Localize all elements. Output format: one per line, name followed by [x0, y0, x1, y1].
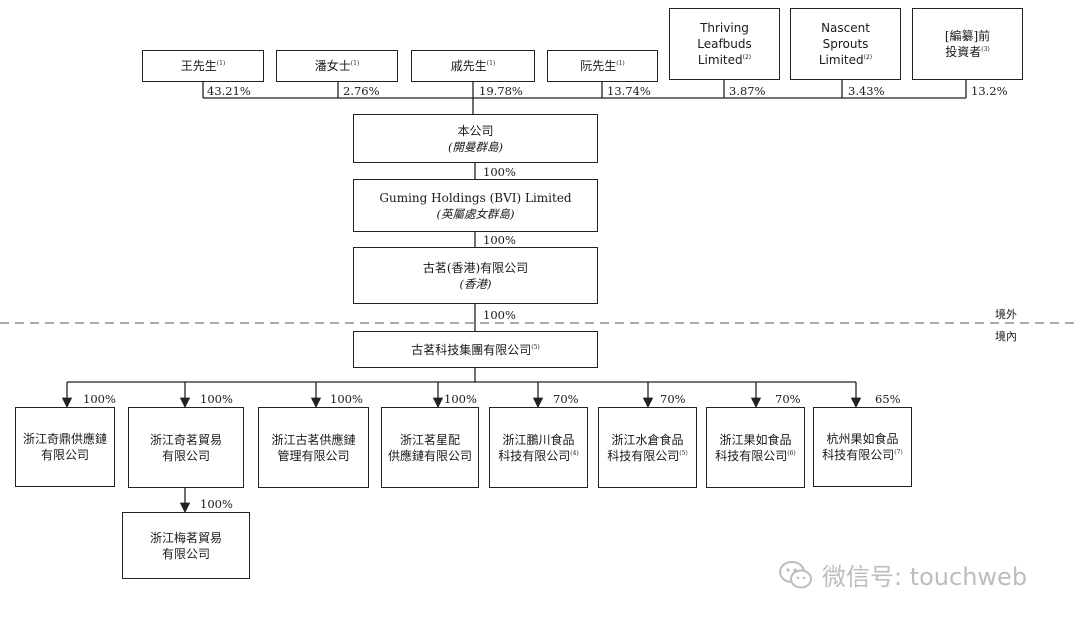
- shareholder-box: [編纂]前 投資者(3): [912, 8, 1023, 80]
- ownership-percentage: 3.43%: [848, 84, 885, 98]
- ownership-percentage: 43.21%: [207, 84, 251, 98]
- wechat-icon: [779, 560, 812, 588]
- offshore-label: 境外: [995, 308, 1017, 321]
- subsidiary-box: 杭州果如食品 科技有限公司(7): [813, 407, 912, 487]
- shareholder-box: 戚先生(1): [411, 50, 535, 82]
- subsidiary-box: 浙江茗星配 供應鏈有限公司: [381, 407, 479, 488]
- subsidiary-box: 浙江古茗供應鏈 管理有限公司: [258, 407, 369, 488]
- subsidiary-box: 浙江奇茗貿易 有限公司: [128, 407, 244, 488]
- shareholder-box: 阮先生(1): [547, 50, 658, 82]
- subsidiary-box: 浙江奇鼎供應鏈 有限公司: [15, 407, 115, 487]
- ownership-percentage: 100%: [483, 308, 516, 322]
- ownership-percentage: 13.74%: [607, 84, 651, 98]
- ownership-percentage: 19.78%: [479, 84, 523, 98]
- ownership-percentage: 13.2%: [971, 84, 1008, 98]
- shareholder-box: Nascent Sprouts Limited(2): [790, 8, 901, 80]
- subsidiary-box: 浙江水倉食品 科技有限公司(5): [598, 407, 697, 488]
- hk-holding-box: 古茗(香港)有限公司 (香港): [353, 247, 598, 304]
- ownership-percentage: 70%: [660, 392, 686, 406]
- watermark: 微信号: touchweb: [778, 557, 1027, 592]
- ownership-percentage: 100%: [483, 165, 516, 179]
- ownership-percentage: 100%: [444, 392, 477, 406]
- ownership-percentage: 3.87%: [729, 84, 766, 98]
- ownership-percentage: 70%: [553, 392, 579, 406]
- ownership-percentage: 100%: [200, 392, 233, 406]
- shareholder-box: 王先生(1): [142, 50, 264, 82]
- shareholder-box: Thriving Leafbuds Limited(2): [669, 8, 780, 80]
- ownership-percentage: 65%: [875, 392, 901, 406]
- watermark-text: 微信号: touchweb: [822, 563, 1028, 591]
- group-company-box: 古茗科技集團有限公司(5): [353, 331, 598, 368]
- subsidiary-box: 浙江果如食品 科技有限公司(6): [706, 407, 805, 488]
- subsidiary-box: 浙江鵬川食品 科技有限公司(4): [489, 407, 588, 488]
- company-box: 本公司 (開曼群島): [353, 114, 598, 163]
- onshore-label: 境內: [995, 330, 1017, 343]
- ownership-percentage: 100%: [83, 392, 116, 406]
- bvi-holding-box: Guming Holdings (BVI) Limited (英屬處女群島): [353, 179, 598, 232]
- ownership-percentage: 70%: [775, 392, 801, 406]
- ownership-percentage: 100%: [483, 233, 516, 247]
- ownership-percentage: 100%: [200, 497, 233, 511]
- sub-subsidiary-box: 浙江梅茗貿易 有限公司: [122, 512, 250, 579]
- ownership-percentage: 2.76%: [343, 84, 380, 98]
- shareholder-box: 潘女士(1): [276, 50, 398, 82]
- ownership-percentage: 100%: [330, 392, 363, 406]
